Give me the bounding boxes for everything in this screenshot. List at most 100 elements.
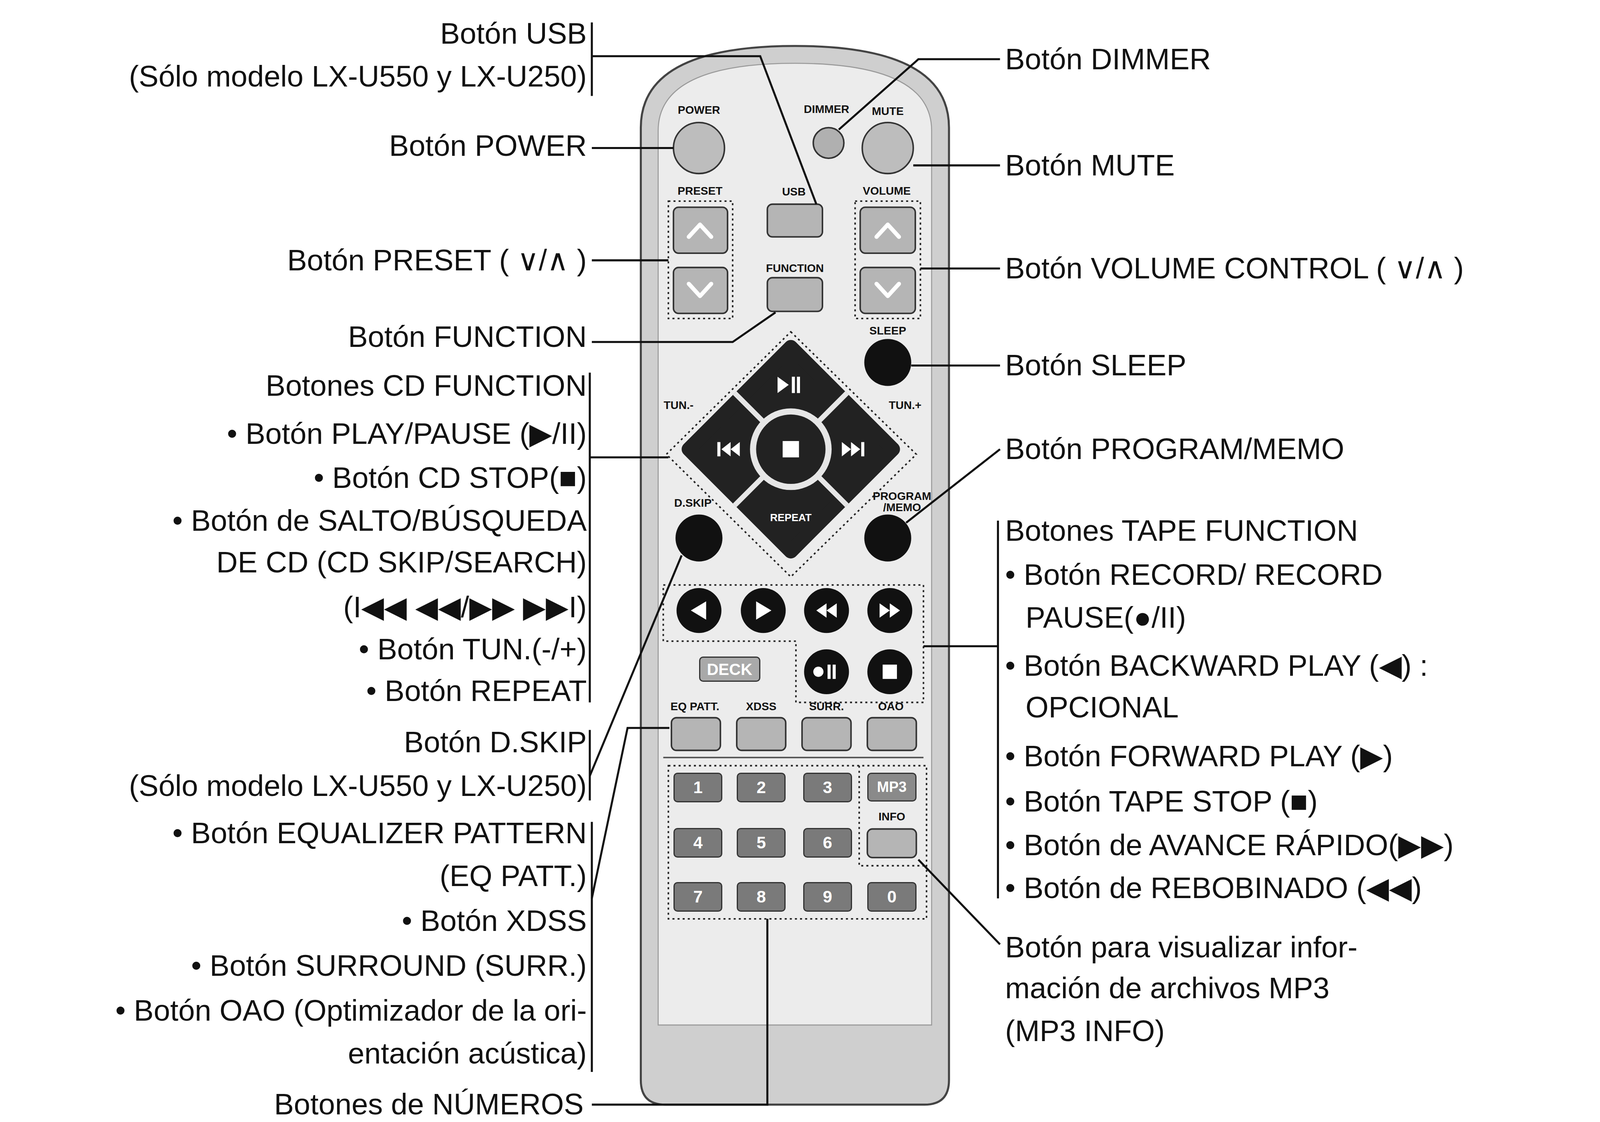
button-text: 9 xyxy=(822,888,833,905)
tape-buttons xyxy=(804,649,849,694)
button-caption: INFO xyxy=(878,810,906,823)
leader-line xyxy=(588,372,591,702)
button-text: 0 xyxy=(887,888,897,905)
tape-buttons xyxy=(827,664,831,679)
callout-label: • Botón de REBOBINADO (◀◀) xyxy=(1005,872,1422,903)
tape-buttons xyxy=(867,649,913,694)
number-button: 1 xyxy=(673,772,723,803)
chevron-symbol xyxy=(688,224,712,238)
round-dark-buttons xyxy=(864,338,912,386)
number-button: 4 xyxy=(673,827,723,858)
callout-label: • Botón OAO (Optimizador de la ori- xyxy=(115,995,587,1026)
navigation-pad xyxy=(717,442,721,457)
button-caption: D.SKIP xyxy=(674,497,712,509)
dotted-group-outline xyxy=(663,584,924,702)
mp3-badge: MP3 xyxy=(867,772,917,801)
button-caption: MUTE xyxy=(871,105,904,117)
leader-line xyxy=(591,56,817,205)
leader-line xyxy=(591,259,669,262)
navigation-pad xyxy=(717,376,865,457)
button-caption: PRESET xyxy=(677,185,723,197)
navigation-pad xyxy=(755,414,826,484)
leader-line xyxy=(918,859,1001,945)
button-caption: REPEAT xyxy=(769,512,812,523)
callout-label: Botón PROGRAM/MEMO xyxy=(1005,434,1345,464)
button-caption: POWER xyxy=(677,104,721,116)
remote-body xyxy=(658,63,932,1025)
button-caption: SURR. xyxy=(809,700,845,712)
number-button: 9 xyxy=(803,881,853,912)
callout-label: • Botón de SALTO/BÚSQUEDA xyxy=(172,505,587,536)
leader-line xyxy=(589,22,1000,1105)
navigation-pad xyxy=(861,442,865,457)
tape-buttons xyxy=(879,603,890,618)
callout-label: OPCIONAL xyxy=(1025,692,1179,722)
button-caption: PROGRAM xyxy=(872,490,932,502)
tape-buttons xyxy=(690,601,706,620)
tape-buttons xyxy=(676,587,913,694)
tape-buttons xyxy=(867,587,913,633)
sound-buttons xyxy=(671,717,721,751)
callout-label: (Sólo modelo LX-U550 y LX-U250) xyxy=(128,770,587,801)
button-text: 5 xyxy=(756,834,766,851)
button-text: 3 xyxy=(822,778,833,796)
number-button: 8 xyxy=(736,881,786,912)
button-caption: TUN.+ xyxy=(888,399,922,411)
navigation-pad xyxy=(734,392,847,505)
button-caption: VOLUME xyxy=(862,185,911,197)
leader-line xyxy=(591,146,674,149)
button-text: MP3 xyxy=(876,779,907,794)
tape-buttons xyxy=(690,601,900,679)
tape-buttons xyxy=(740,587,786,633)
leader-line xyxy=(589,554,682,776)
navigation-pad xyxy=(730,442,740,457)
leader-line xyxy=(588,729,591,800)
round-dark-buttons xyxy=(864,514,912,562)
callout-label: Botón MUTE xyxy=(1005,150,1175,181)
button-text: 1 xyxy=(693,778,703,796)
button-caption: /MEMO xyxy=(882,501,921,513)
leader-line xyxy=(923,645,998,648)
navigation-pad xyxy=(777,376,789,393)
chevron-symbol xyxy=(876,283,899,297)
callout-label: • Botón TAPE STOP (■) xyxy=(1005,786,1318,817)
dotted-group-outline xyxy=(859,765,927,866)
tape-buttons xyxy=(826,603,837,618)
button-caption: DIMMER xyxy=(803,103,850,115)
sound-buttons xyxy=(663,756,924,758)
chevron-symbol xyxy=(688,283,712,297)
button-caption: SLEEP xyxy=(869,325,907,337)
tape-buttons xyxy=(816,603,827,618)
deck-badge: DECK xyxy=(699,656,761,682)
button-text: 2 xyxy=(756,778,766,796)
callout-label: Botón para visualizar infor- xyxy=(1005,932,1358,962)
navigation-pad xyxy=(791,376,796,393)
callout-label: (MP3 INFO) xyxy=(1005,1015,1165,1046)
leader-line xyxy=(590,22,593,97)
navigation-pad xyxy=(749,408,832,490)
navigation-pad xyxy=(688,347,893,552)
leader-line xyxy=(589,456,669,459)
callout-label: • Botón TUN.(-/+) xyxy=(358,634,587,664)
leader-line xyxy=(838,59,1001,130)
callout-label: • Botón XDSS xyxy=(401,905,587,936)
navigation-pad xyxy=(688,347,893,552)
button-caption: FUNCTION xyxy=(765,262,825,274)
tape-buttons xyxy=(676,587,722,633)
sound-buttons xyxy=(802,717,851,751)
navigation-pad xyxy=(721,442,731,457)
dotted-group-outline xyxy=(668,201,733,319)
number-button: 5 xyxy=(736,827,786,858)
callout-label: Botón VOLUME CONTROL ( ∨/∧ ) xyxy=(1005,253,1464,284)
callout-label: Botón POWER xyxy=(389,130,587,161)
callout-label: Botones de NÚMEROS xyxy=(274,1089,584,1119)
callout-label: entación acústica) xyxy=(347,1038,587,1068)
sound-buttons xyxy=(663,717,924,858)
callout-label: • Botón de AVANCE RÁPIDO(▶▶) xyxy=(1005,830,1454,860)
chevron-symbol xyxy=(876,224,899,238)
leader-line xyxy=(591,918,768,1105)
tape-buttons xyxy=(813,666,824,677)
badge-text: DECK xyxy=(706,661,752,678)
top-buttons xyxy=(673,207,728,254)
callout-label: (EQ PATT.) xyxy=(439,860,587,891)
